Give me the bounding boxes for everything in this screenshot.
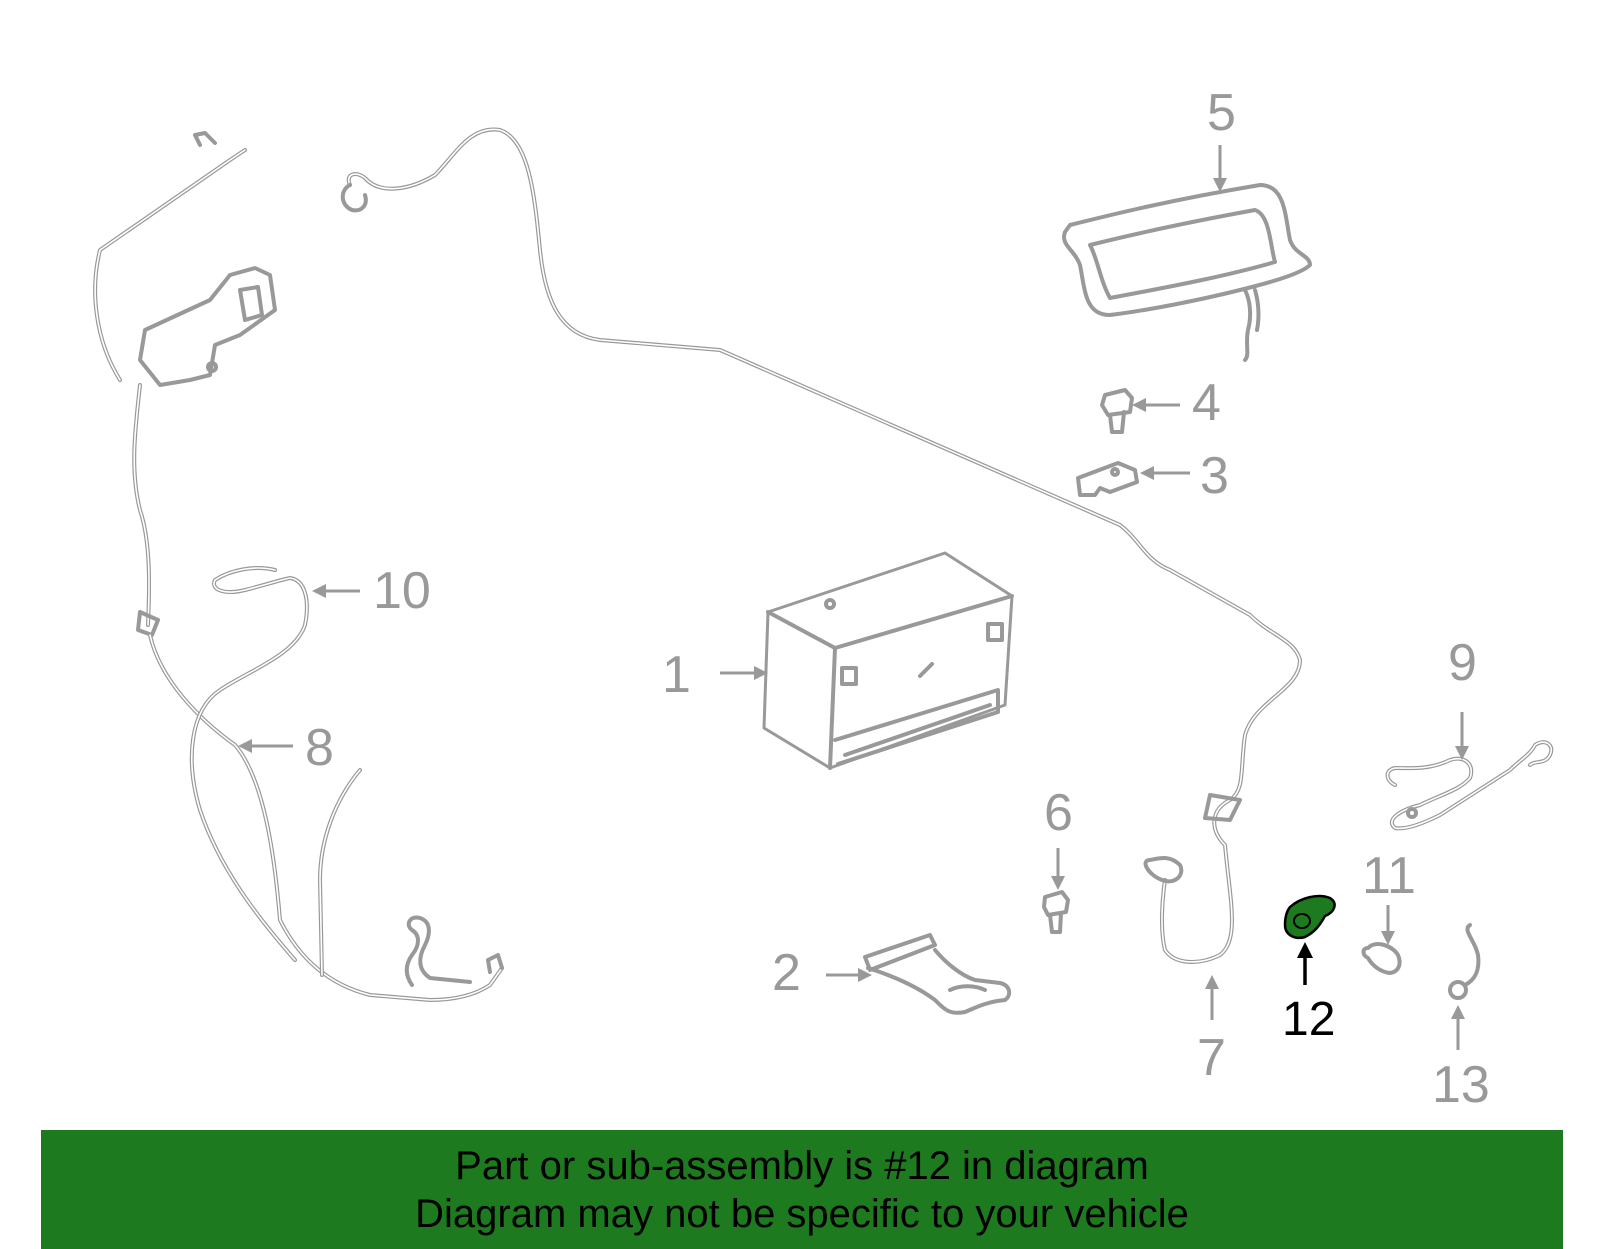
callout-13: 13 xyxy=(1432,1005,1490,1114)
callout-9-label: 9 xyxy=(1448,634,1477,692)
part-3-clamp xyxy=(1076,461,1139,497)
callout-3-label: 3 xyxy=(1200,447,1229,505)
part-5-pad xyxy=(1062,183,1312,362)
callout-5: 5 xyxy=(1207,84,1236,192)
callout-7: 7 xyxy=(1197,975,1226,1087)
part-4-bolt xyxy=(1100,388,1134,434)
part-10-cable xyxy=(189,566,309,962)
part-9-cable xyxy=(1385,740,1554,831)
callout-8: 8 xyxy=(238,719,334,777)
callout-1: 1 xyxy=(662,646,768,704)
part-6-bolt xyxy=(1042,890,1070,934)
part-13-cable xyxy=(1448,923,1481,1000)
callout-9: 9 xyxy=(1448,634,1477,760)
callout-4: 4 xyxy=(1132,374,1221,432)
callout-12[interactable]: 12 xyxy=(1282,942,1335,1046)
part-8-cable-harness xyxy=(93,131,504,1002)
callout-10-label: 10 xyxy=(373,562,431,620)
part-2-bracket xyxy=(863,933,1012,1015)
part-7-main-cable xyxy=(340,127,1302,964)
part-11-cap xyxy=(1361,942,1402,975)
banner-line-disclaimer: Diagram may not be specific to your vehi… xyxy=(415,1191,1189,1236)
callout-11-label: 11 xyxy=(1362,847,1416,905)
callout-3: 3 xyxy=(1140,447,1229,505)
callout-7-label: 7 xyxy=(1197,1029,1226,1087)
callout-1-label: 1 xyxy=(662,646,691,704)
callout-11: 11 xyxy=(1362,847,1416,945)
part-12-highlighted[interactable] xyxy=(1283,894,1336,940)
callout-6: 6 xyxy=(1044,784,1073,890)
callout-5-label: 5 xyxy=(1207,84,1236,142)
part-1-battery xyxy=(762,551,1014,770)
callout-12-label: 12 xyxy=(1282,993,1335,1046)
callout-13-label: 13 xyxy=(1432,1056,1490,1114)
part-info-banner: Part or sub-assembly is #12 in diagram D… xyxy=(41,1130,1563,1249)
callout-8-label: 8 xyxy=(305,719,334,777)
callout-10: 10 xyxy=(312,562,431,620)
banner-line-part: Part or sub-assembly is #12 in diagram xyxy=(455,1143,1149,1188)
callout-4-label: 4 xyxy=(1192,374,1221,432)
callout-2-label: 2 xyxy=(772,944,801,1002)
callout-2: 2 xyxy=(772,944,872,1002)
callout-6-label: 6 xyxy=(1044,784,1073,842)
